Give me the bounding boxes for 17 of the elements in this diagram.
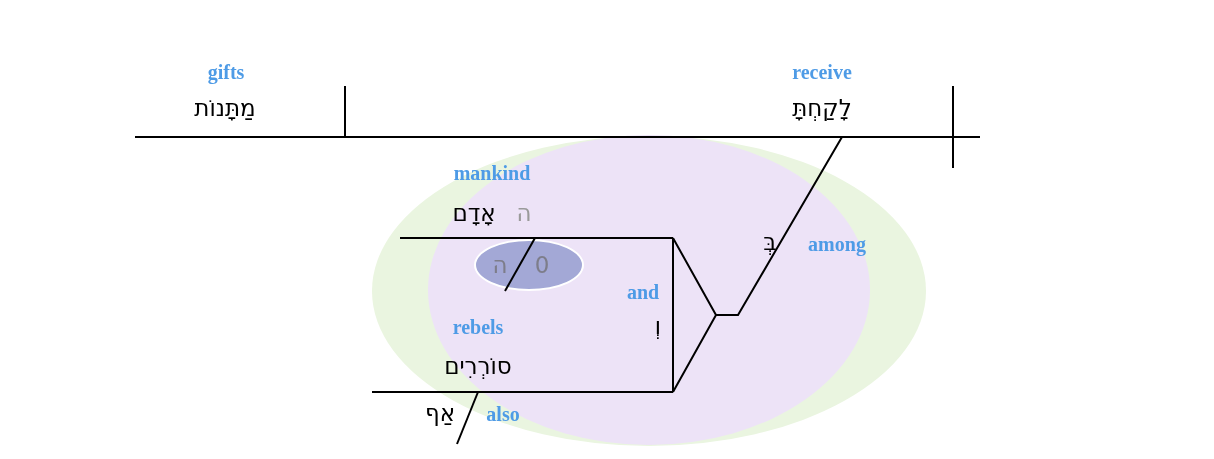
ellipse-text: ה	[492, 252, 508, 278]
gloss-label: gifts	[207, 60, 245, 84]
hebrew-word: אָדָם	[452, 200, 496, 226]
gloss-label: mankind	[453, 161, 531, 185]
ellipse-text: 0	[534, 252, 550, 278]
hebrew-word: לָקַחְתָּ	[792, 95, 852, 121]
hebrew-word: סוֹרְרִים	[444, 353, 512, 379]
hebrew-word: מַתָּנוֹת	[194, 95, 256, 121]
gloss-label: and	[626, 280, 660, 304]
hebrew-word: בְּ	[763, 229, 777, 255]
gloss-label: rebels	[452, 315, 504, 339]
hebrew-word: ה	[516, 200, 532, 226]
gloss-label: receive	[792, 60, 852, 84]
hebrew-word: וְ	[654, 313, 662, 339]
hebrew-word: אַף	[424, 400, 456, 426]
gloss-label: also	[486, 402, 520, 426]
gloss-label: among	[808, 232, 866, 256]
